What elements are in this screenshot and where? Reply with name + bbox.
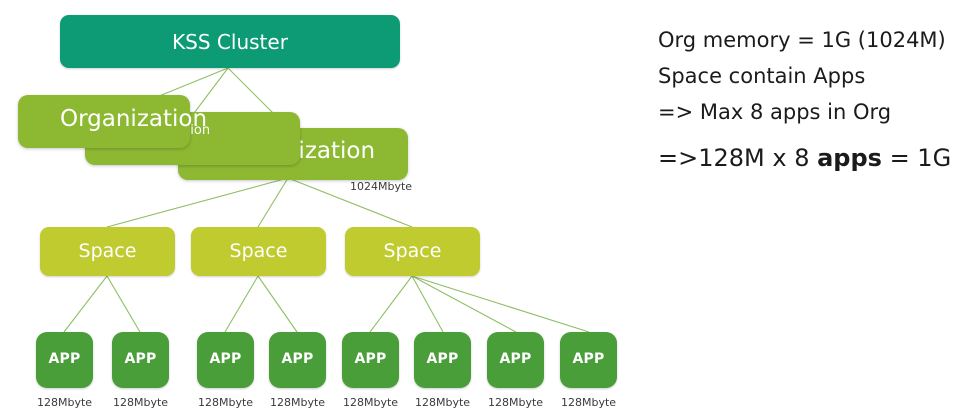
- note-total-bold: apps: [817, 144, 882, 172]
- node-label-app-1: APP: [48, 351, 81, 368]
- edge-space1-app1: [63, 275, 108, 333]
- node-label-app-3: APP: [209, 351, 242, 368]
- edge-space3-app5: [369, 275, 413, 333]
- app-capacity-label-5: 128Mbyte: [342, 396, 399, 409]
- note-total-prefix: =>128M x 8: [658, 144, 818, 172]
- edge-org-space-2: [257, 177, 289, 228]
- edge-org-space-1: [106, 177, 289, 228]
- node-app-3[interactable]: APP: [197, 332, 254, 388]
- edge-space3-app6: [411, 275, 444, 333]
- node-label-app-2: APP: [124, 351, 157, 368]
- note-line-max-apps: => Max 8 apps in Org: [658, 100, 892, 124]
- app-capacity-label-3: 128Mbyte: [197, 396, 254, 409]
- node-app-7[interactable]: APP: [487, 332, 544, 388]
- node-label-app-6: APP: [426, 351, 459, 368]
- note-total-suffix: = 1G: [881, 144, 952, 172]
- node-app-5[interactable]: APP: [342, 332, 399, 388]
- node-space-2[interactable]: Space: [191, 227, 326, 276]
- node-space-3[interactable]: Space: [345, 227, 480, 276]
- app-capacity-label-6: 128Mbyte: [414, 396, 471, 409]
- org-capacity-label: 1024Mbyte: [350, 180, 413, 193]
- note-line-org-memory: Org memory = 1G (1024M): [658, 28, 946, 52]
- edge-space1-app2: [106, 275, 141, 333]
- node-app-6[interactable]: APP: [414, 332, 471, 388]
- app-capacity-label-2: 128Mbyte: [112, 396, 169, 409]
- node-app-1[interactable]: APP: [36, 332, 93, 388]
- edge-space3-app8: [411, 275, 590, 333]
- node-label-kss-cluster: KSS Cluster: [172, 29, 288, 54]
- node-label-app-5: APP: [354, 351, 387, 368]
- node-app-8[interactable]: APP: [560, 332, 617, 388]
- note-line-space-contains: Space contain Apps: [658, 64, 866, 88]
- node-label-app-4: APP: [281, 351, 314, 368]
- node-app-2[interactable]: APP: [112, 332, 169, 388]
- node-label-space-3: Space: [383, 240, 442, 263]
- app-capacity-label-4: 128Mbyte: [269, 396, 326, 409]
- node-label-space-2: Space: [229, 240, 288, 263]
- node-label-app-8: APP: [572, 351, 605, 368]
- node-label-app-7: APP: [499, 351, 532, 368]
- app-capacity-label-1: 128Mbyte: [36, 396, 93, 409]
- node-organization-1[interactable]: Organization: [18, 95, 207, 148]
- node-kss-cluster[interactable]: KSS Cluster: [60, 15, 400, 68]
- app-capacity-label-8: 128Mbyte: [560, 396, 617, 409]
- edge-space2-app3: [224, 275, 259, 333]
- node-label-space-1: Space: [78, 240, 137, 263]
- note-line-total-memory: =>128M x 8 apps = 1G: [658, 130, 970, 180]
- node-app-4[interactable]: APP: [269, 332, 326, 388]
- edge-space2-app4: [257, 275, 298, 333]
- notes-block: Org memory = 1G (1024M) Space contain Ap…: [658, 22, 970, 180]
- node-label-organization-1: Organization: [60, 106, 208, 132]
- node-space-1[interactable]: Space: [40, 227, 175, 276]
- app-capacity-label-7: 128Mbyte: [487, 396, 544, 409]
- edge-space3-app7: [411, 275, 517, 333]
